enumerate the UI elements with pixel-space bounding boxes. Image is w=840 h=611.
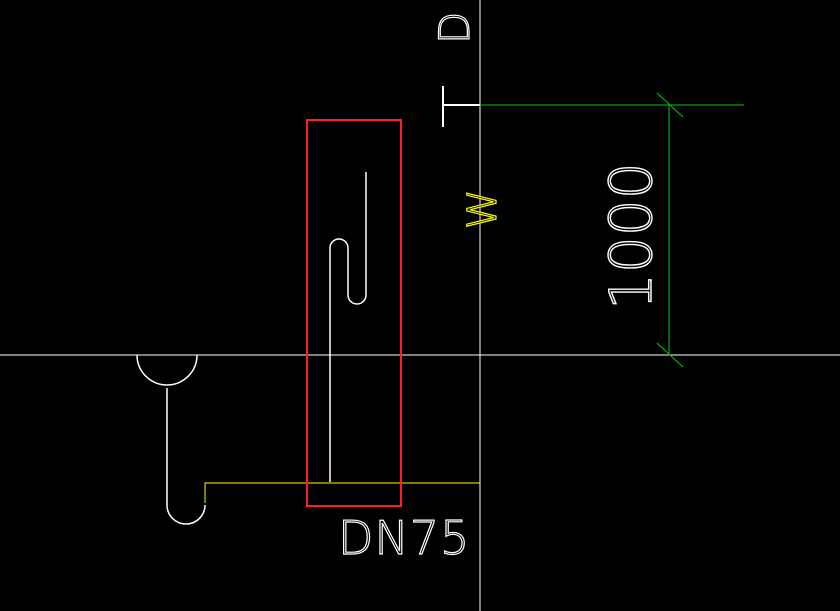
drain-pipe bbox=[204, 482, 480, 503]
dimension-value-label: 1000 bbox=[596, 162, 665, 311]
highlight-box bbox=[306, 119, 402, 507]
top-edge-letter: D bbox=[429, 11, 479, 45]
dimension-tick-top bbox=[656, 92, 684, 118]
pipe-size-label: DN75 bbox=[337, 511, 471, 565]
dimension-tick-bottom bbox=[656, 342, 684, 368]
floor-drain-symbol bbox=[136, 354, 206, 525]
pipe-code-label: W bbox=[459, 189, 506, 230]
dimension-group bbox=[480, 92, 744, 368]
p-trap-symbol bbox=[329, 172, 367, 482]
